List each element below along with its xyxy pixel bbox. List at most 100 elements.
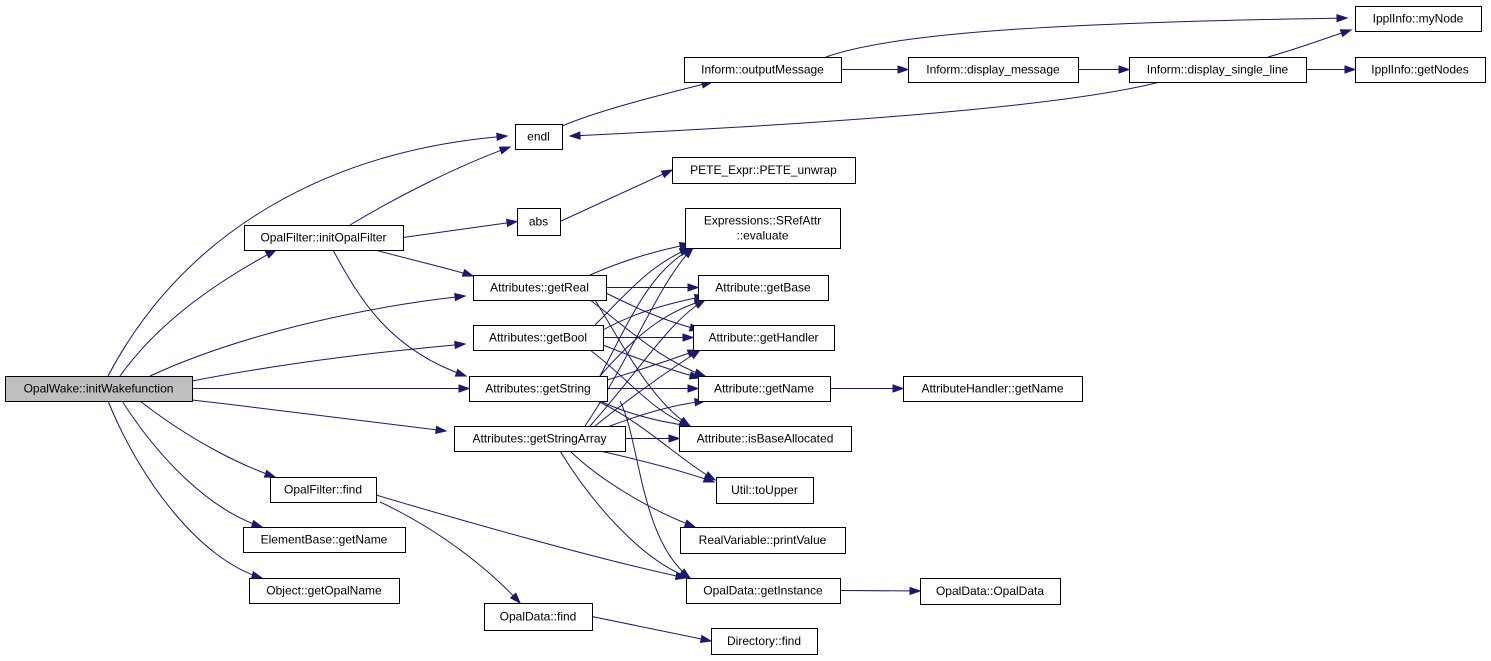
arrowhead-icon xyxy=(687,283,700,292)
node-label: Expressions::SRefAttr xyxy=(704,214,821,228)
edge-line xyxy=(191,343,466,382)
edge-line xyxy=(589,299,706,427)
edge-inform_output-to-inform_display_message xyxy=(841,65,910,74)
node-box xyxy=(484,603,593,631)
edge-line xyxy=(559,169,673,222)
node-box xyxy=(686,578,841,604)
arrowhead-icon xyxy=(1118,65,1131,74)
edge-line xyxy=(559,450,691,579)
node-box xyxy=(903,376,1083,402)
node-pete-unwrap[interactable]: PETE_Expr::PETE_unwrap xyxy=(672,157,856,184)
edge-root-to-opalfilter_find xyxy=(139,400,277,478)
edge-attr_getreal-to-attribute_getbase xyxy=(606,283,700,292)
node-ippl-mynode[interactable]: IpplInfo::myNode xyxy=(1355,6,1482,32)
node-label: IpplInfo::getNodes xyxy=(1371,63,1468,77)
edge-root-to-attr_getstring xyxy=(192,384,471,393)
node-inform-display-single[interactable]: Inform::display_single_line xyxy=(1129,57,1307,83)
node-box xyxy=(244,225,404,251)
arrowhead-icon xyxy=(250,571,264,580)
node-attr-getstring[interactable]: Attributes::getString xyxy=(469,376,608,402)
node-attribute-getbase[interactable]: Attribute::getBase xyxy=(698,275,829,301)
arrowhead-icon xyxy=(263,469,277,478)
node-label: Attributes::getStringArray xyxy=(472,432,606,446)
node-inform-display-message[interactable]: Inform::display_message xyxy=(908,57,1079,83)
node-attr-getreal[interactable]: Attributes::getReal xyxy=(473,275,607,301)
edge-line xyxy=(332,249,467,377)
edge-root-to-elementbase_getname xyxy=(121,400,264,528)
node-opaldata-find[interactable]: OpalData::find xyxy=(484,603,593,631)
arrowhead-icon xyxy=(1344,65,1357,74)
node-box xyxy=(473,325,604,351)
arrowhead-icon xyxy=(250,519,264,528)
edge-inform_display_single-to-endl xyxy=(568,81,1161,140)
node-endl[interactable]: endl xyxy=(515,124,563,150)
arrowhead-icon xyxy=(435,425,448,434)
node-attr-getstringarray[interactable]: Attributes::getStringArray xyxy=(454,426,626,452)
node-opalfilter-find[interactable]: OpalFilter::find xyxy=(270,477,377,503)
node-label: Attributes::getBool xyxy=(489,331,587,345)
edge-line xyxy=(139,400,276,478)
edge-line xyxy=(402,221,518,238)
arrowhead-icon xyxy=(461,268,475,277)
node-attribute-getname[interactable]: Attribute::getName xyxy=(698,376,831,402)
node-ippl-getnodes[interactable]: IpplInfo::getNodes xyxy=(1355,57,1486,83)
arrowhead-icon xyxy=(682,246,695,259)
node-realvar-print[interactable]: RealVariable::printValue xyxy=(680,527,846,554)
node-label: OpalData::getInstance xyxy=(703,584,823,598)
call-edges xyxy=(107,13,1357,644)
node-label: PETE_Expr::PETE_unwrap xyxy=(690,163,837,177)
node-label: Inform::outputMessage xyxy=(701,63,824,77)
edge-root-to-object_getopalname xyxy=(107,400,264,580)
edge-attr_getbool-to-attribute_getname xyxy=(602,344,702,380)
edge-line xyxy=(379,501,521,604)
arrowhead-icon xyxy=(688,371,702,380)
node-attr-getbool[interactable]: Attributes::getBool xyxy=(473,325,604,351)
node-elementbase-getname[interactable]: ElementBase::getName xyxy=(243,527,406,553)
node-opaldata-ctor[interactable]: OpalData::OpalData xyxy=(920,578,1061,605)
arrowhead-icon xyxy=(702,474,716,483)
node-box xyxy=(5,376,193,402)
arrowhead-icon xyxy=(699,634,713,644)
node-root[interactable]: OpalWake::initWakefunction xyxy=(5,376,193,402)
node-expr-evaluate[interactable]: Expressions::SRefAttr::evaluate xyxy=(685,208,841,249)
edge-line xyxy=(599,289,701,331)
node-directory-find[interactable]: Directory::find xyxy=(711,628,818,655)
arrowhead-icon xyxy=(688,349,702,360)
node-abs[interactable]: abs xyxy=(517,208,561,236)
node-opaldata-getinstance[interactable]: OpalData::getInstance xyxy=(686,578,841,604)
node-util-toupper[interactable]: Util::toUpper xyxy=(716,477,814,504)
edge-line xyxy=(599,299,706,377)
edge-line xyxy=(839,590,921,592)
node-box xyxy=(698,275,829,301)
node-box xyxy=(270,477,377,503)
edge-line xyxy=(596,400,716,481)
node-box xyxy=(1355,6,1482,32)
arrowhead-icon xyxy=(674,571,688,580)
edge-line xyxy=(825,17,1348,58)
node-box xyxy=(716,477,814,504)
edge-root-to-opalfilter_init xyxy=(119,249,278,377)
node-label: IpplInfo::myNode xyxy=(1373,12,1464,26)
node-label: RealVariable::printValue xyxy=(699,533,827,547)
node-attribute-isbase[interactable]: Attribute::isBaseAllocated xyxy=(679,426,852,452)
edge-attr_getreal-to-attribute_getname xyxy=(589,299,707,377)
node-box xyxy=(711,628,818,655)
edge-attr_getstring-to-attribute_gethandler xyxy=(606,349,700,381)
edge-root-to-endl xyxy=(107,132,509,377)
edge-opalfilter_find-to-opaldata_find xyxy=(379,501,522,605)
node-attribute-gethandler[interactable]: Attribute::getHandler xyxy=(693,325,835,351)
arrowhead-icon xyxy=(1339,29,1353,38)
node-inform-output[interactable]: Inform::outputMessage xyxy=(684,57,842,83)
edge-line xyxy=(594,299,691,427)
node-opalfilter-init[interactable]: OpalFilter::initOpalFilter xyxy=(244,225,404,251)
edge-line xyxy=(149,295,466,377)
arrowhead-icon xyxy=(506,218,519,228)
node-attrhandler-getname[interactable]: AttributeHandler::getName xyxy=(903,376,1083,402)
edge-inform_display_single-to-ippl_getnodes xyxy=(1306,65,1357,74)
edge-line xyxy=(107,400,263,579)
edge-line xyxy=(191,399,447,432)
edge-attr_getstringarray-to-util_toupper xyxy=(599,450,716,483)
edge-line xyxy=(569,450,696,528)
node-object-getopalname[interactable]: Object::getOpalName xyxy=(249,578,400,604)
